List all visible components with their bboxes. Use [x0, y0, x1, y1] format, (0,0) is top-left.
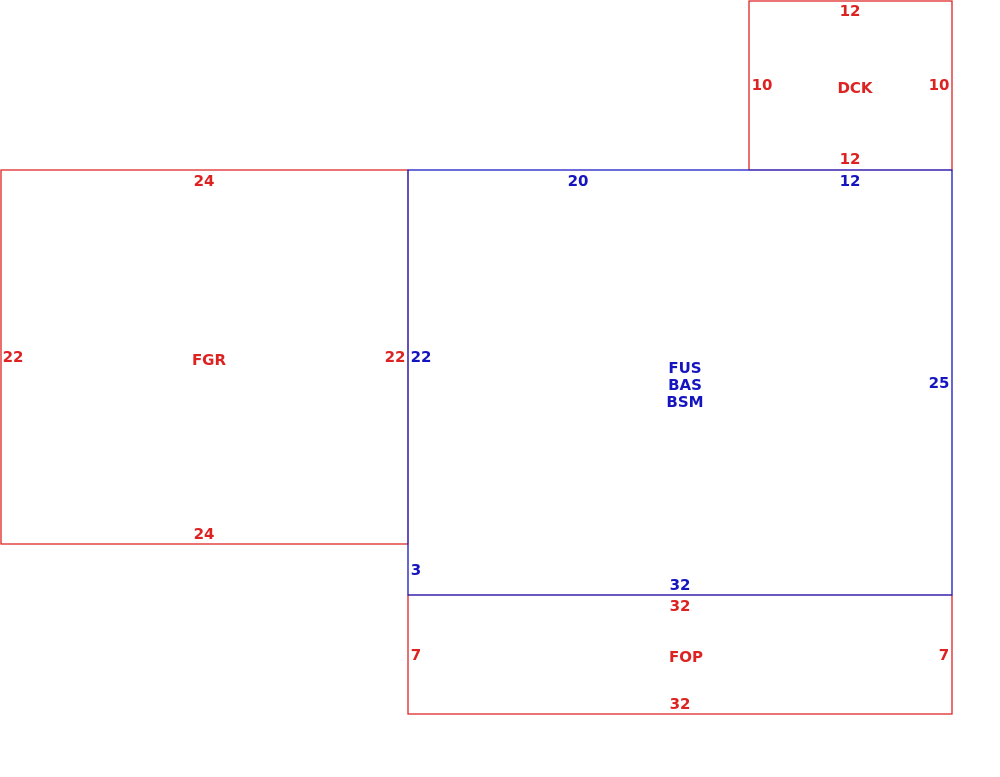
fgr-dim-bottom: 24 — [194, 525, 215, 543]
dck-dim-right: 10 — [929, 76, 950, 94]
fgr-code: FGR — [192, 351, 227, 369]
dck-dim-left: 10 — [752, 76, 773, 94]
fop-dim-bottom: 32 — [670, 695, 691, 713]
fop-dim-right: 7 — [939, 646, 949, 664]
dck-dim-top: 12 — [840, 2, 861, 20]
main-code-bas: BAS — [668, 376, 702, 394]
main-dim-step: 3 — [411, 561, 421, 579]
fop-code: FOP — [669, 648, 703, 666]
fgr-dim-top: 24 — [194, 172, 215, 190]
main-dim-right: 25 — [929, 374, 950, 392]
main-code-bsm: BSM — [666, 393, 703, 411]
main-dim-top-left: 20 — [568, 172, 589, 190]
fgr-dim-left: 22 — [3, 348, 24, 366]
main-dim-left: 22 — [411, 348, 432, 366]
dck-code: DCK — [837, 79, 873, 97]
fop-dim-top: 32 — [670, 597, 691, 615]
main-dim-top-right: 12 — [840, 172, 861, 190]
main-dim-bottom: 32 — [670, 576, 691, 594]
fgr-dim-right: 22 — [385, 348, 406, 366]
main-outline — [407, 169, 953, 596]
fop-dim-left: 7 — [411, 646, 421, 664]
dck-dim-bottom: 12 — [840, 150, 861, 168]
main-code-fus: FUS — [668, 359, 701, 377]
